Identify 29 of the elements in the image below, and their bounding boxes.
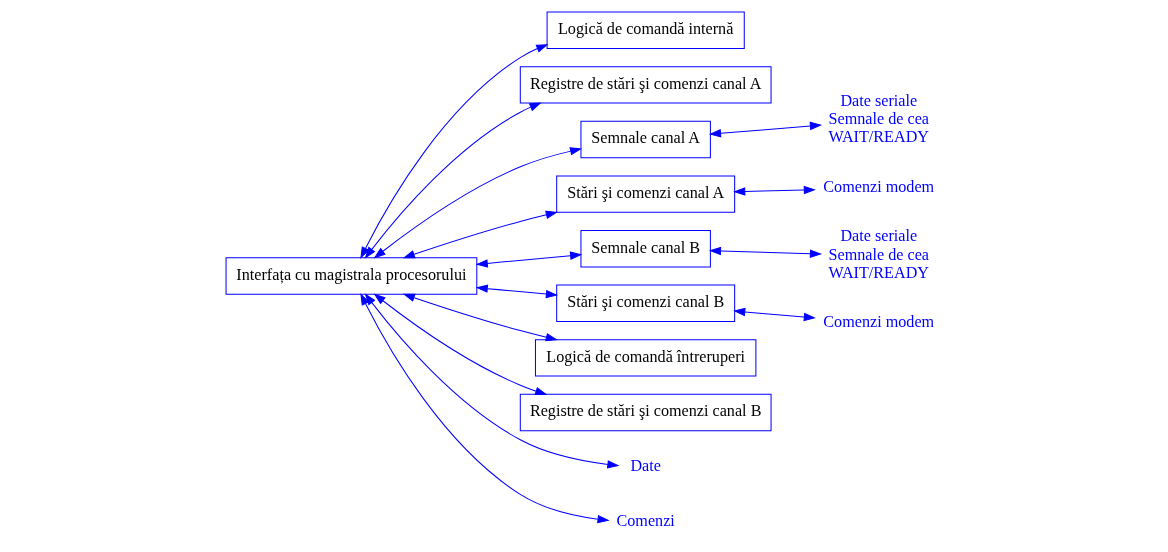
arrow [402,210,558,259]
node-box: Stări şi comenzi canal A [555,175,735,213]
arrow [732,307,816,322]
arrow [359,293,610,524]
arrow [364,102,542,259]
arrow [364,293,619,469]
arrow [732,185,816,196]
arrow [373,293,547,396]
node-box: Semnale canal A [579,120,711,159]
arrow [708,246,822,258]
arrow [402,293,558,342]
node-text: Date [629,456,661,474]
node-text: Comenzi modem [822,177,934,195]
arrow [373,147,582,259]
node-box: Registre de stări şi comenzi canal A [519,66,772,104]
arrow [359,44,548,259]
node-box: Stări şi comenzi canal B [555,284,735,322]
node-box: Registre de stări şi comenzi canal B [519,393,772,432]
node-text: Comenzi modem [822,313,934,331]
node-text: Date seriale Semnale de cea WAIT/READY [827,227,929,281]
arrow [475,251,582,268]
arrow [475,284,558,299]
node-text: Comenzi [616,511,675,529]
node-box: Semnale canal B [579,230,711,268]
arrow [708,121,822,138]
node-box: Logică de comandă internă [546,11,745,49]
node-box: Logică de comandă întreruperi [534,339,756,377]
node-text: Date seriale Semnale de cea WAIT/READY [827,91,929,146]
node-box: Interfața cu magistrala procesorului [225,257,477,295]
